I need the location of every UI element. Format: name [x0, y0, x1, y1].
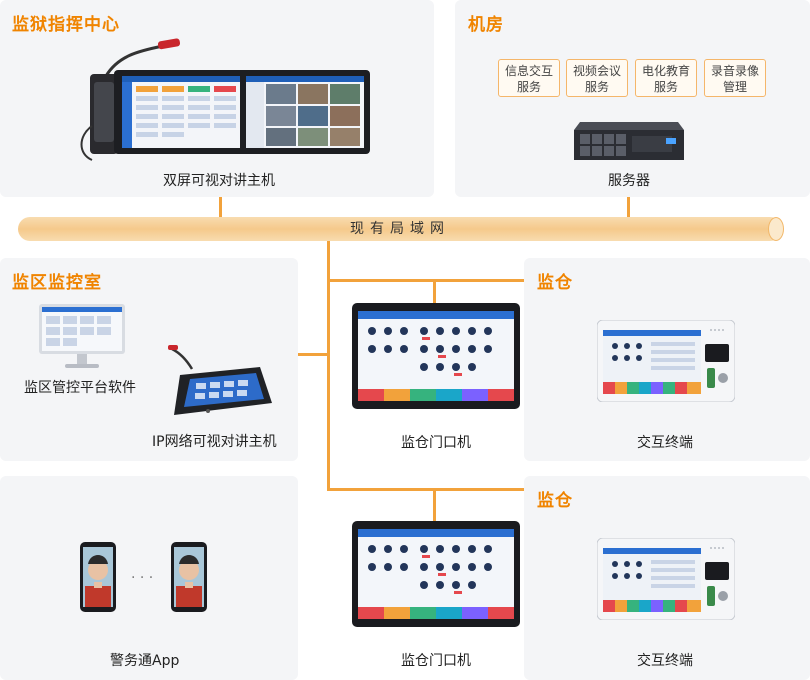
interactive-terminal-top-illustration [596, 319, 736, 403]
lan-label: 现有局域网 [350, 221, 450, 237]
district-monitor-panel [0, 258, 298, 461]
interactive-terminal-bottom-label: 交互终端 [637, 653, 693, 669]
service-info-exchange: 信息交互 服务 [498, 59, 560, 97]
machine-room-title: 机房 [468, 15, 504, 35]
monitor-illustration [39, 304, 125, 368]
cell-door-terminal-bottom [352, 521, 520, 627]
connector-trunk [327, 241, 330, 490]
cell-door-terminal-top-label: 监仓门口机 [401, 435, 471, 451]
connector-cell-bottom [327, 488, 524, 491]
cell-door-terminal-bottom-illustration [352, 521, 520, 627]
service-video-conference: 视频会议 服务 [566, 59, 628, 97]
service-recording-line1: 录音录像 [710, 64, 759, 78]
cell-top-title: 监仓 [537, 273, 573, 293]
interactive-terminal-bottom-illustration [596, 537, 736, 621]
connector-door-bottom [433, 489, 436, 523]
lan-bar: 现有局域网 [18, 217, 784, 241]
server-illustration [574, 122, 684, 160]
connector-machine-room [627, 197, 630, 217]
connector-district [298, 353, 329, 356]
cell-bottom-title: 监仓 [537, 491, 573, 511]
machine-room-panel [455, 0, 810, 197]
service-info-exchange-line1: 信息交互 [504, 64, 553, 78]
dual-screen-host-label: 双屏可视对讲主机 [163, 173, 275, 189]
phone-right-illustration [171, 542, 207, 612]
server-label: 服务器 [608, 173, 650, 189]
monitor-platform-device [37, 302, 127, 370]
ip-intercom-host-label: IP网络可视对讲主机 [152, 434, 277, 450]
interactive-terminal-top [596, 319, 736, 403]
service-recording: 录音录像 管理 [704, 59, 766, 97]
police-app-phone-right [171, 542, 207, 612]
connector-cell-top [327, 279, 524, 282]
service-e-education-line2: 服务 [653, 80, 678, 94]
district-monitor-title: 监区监控室 [12, 273, 102, 293]
service-recording-line2: 管理 [722, 80, 747, 94]
service-e-education: 电化教育 服务 [635, 59, 697, 97]
cell-door-terminal-bottom-label: 监仓门口机 [401, 653, 471, 669]
service-info-exchange-line2: 服务 [516, 80, 541, 94]
dual-screen-host-illustration [80, 38, 370, 161]
connector-door-top [433, 280, 436, 304]
police-app-phone-left [80, 542, 116, 612]
app-panel [0, 476, 298, 680]
monitor-platform-label: 监区管控平台软件 [24, 380, 136, 396]
cell-door-terminal-top-illustration [352, 303, 520, 409]
dual-screen-host-device [78, 26, 374, 166]
service-video-conference-line1: 视频会议 [572, 64, 621, 78]
cell-door-terminal-top [352, 303, 520, 409]
command-center-title: 监狱指挥中心 [12, 15, 120, 35]
interactive-terminal-bottom [596, 537, 736, 621]
ip-intercom-host-illustration [168, 345, 272, 415]
phone-left-illustration [80, 542, 116, 612]
ip-intercom-host-device [168, 345, 272, 417]
lan-bar-end-cap [768, 217, 784, 241]
service-e-education-line1: 电化教育 [641, 64, 690, 78]
app-ellipsis: · · · [131, 570, 154, 586]
interactive-terminal-top-label: 交互终端 [637, 435, 693, 451]
connector-command-center [219, 197, 222, 217]
service-video-conference-line2: 服务 [584, 80, 609, 94]
server-device [574, 118, 684, 162]
police-app-label: 警务通App [110, 653, 180, 669]
